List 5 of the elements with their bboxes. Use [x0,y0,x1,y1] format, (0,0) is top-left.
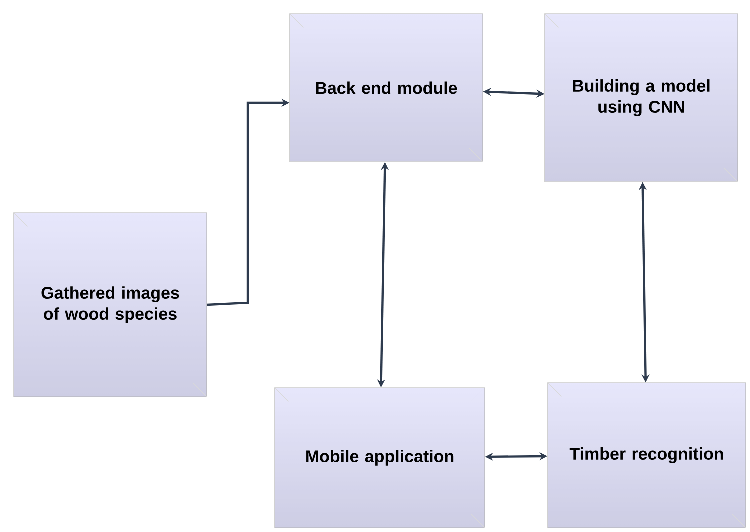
process-box: Mobile application [274,387,486,529]
process-box: Gathered images of wood species [13,212,208,398]
process-box: Timber recognition [547,382,747,529]
process-box: Back end module [289,13,484,163]
process-box: Building a model using CNN [544,13,739,183]
